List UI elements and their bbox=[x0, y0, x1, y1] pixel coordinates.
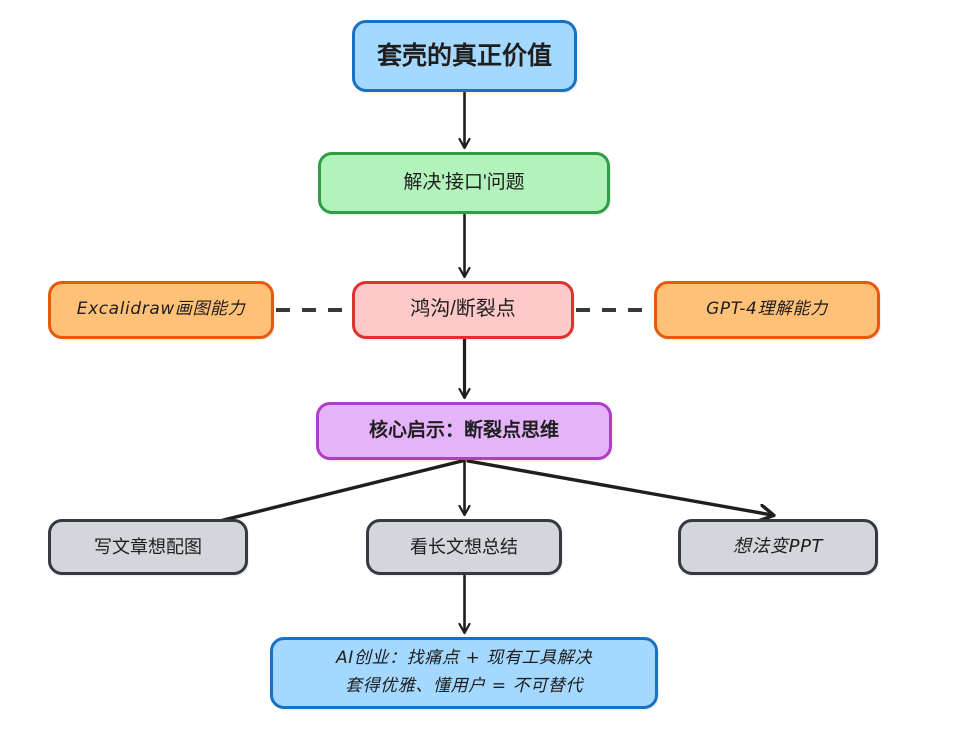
node-conclusion[interactable]: AI创业：找痛点 + 现有工具解决 套得优雅、懂用户 = 不可替代 bbox=[270, 637, 658, 709]
node-use-case-2[interactable]: 看长文想总结 bbox=[366, 519, 562, 575]
node-excalidraw-label: Excalidraw画图能力 bbox=[76, 299, 246, 320]
node-gpt[interactable]: GPT-4理解能力 bbox=[654, 281, 880, 339]
node-use-case-1-label: 写文章想配图 bbox=[94, 536, 202, 557]
node-use-case-2-label: 看长文想总结 bbox=[410, 536, 518, 557]
node-interface-label: 解决'接口'问题 bbox=[403, 171, 525, 193]
node-conclusion-label: AI创业：找痛点 + 现有工具解决 套得优雅、懂用户 = 不可替代 bbox=[273, 645, 655, 700]
node-use-case-3[interactable]: 想法变PPT bbox=[678, 519, 878, 575]
edge-core-to-use-case-3 bbox=[466, 459, 772, 515]
node-title-label: 套壳的真正价值 bbox=[376, 41, 552, 70]
node-core-insight[interactable]: 核心启示：断裂点思维 bbox=[316, 402, 612, 460]
node-conclusion-line-2: 套得优雅、懂用户 = 不可替代 bbox=[344, 676, 584, 696]
node-core-insight-label: 核心启示：断裂点思维 bbox=[368, 419, 559, 441]
node-use-case-1[interactable]: 写文章想配图 bbox=[48, 519, 248, 575]
node-gap-label: 鸿沟/断裂点 bbox=[410, 298, 516, 321]
node-interface[interactable]: 解决'接口'问题 bbox=[318, 152, 610, 214]
node-conclusion-line-1: AI创业：找痛点 + 现有工具解决 bbox=[336, 648, 592, 669]
node-excalidraw[interactable]: Excalidraw画图能力 bbox=[48, 281, 274, 339]
node-use-case-3-label: 想法变PPT bbox=[732, 535, 824, 557]
node-title[interactable]: 套壳的真正价值 bbox=[352, 20, 577, 92]
node-gpt-label: GPT-4理解能力 bbox=[706, 299, 828, 320]
node-gap[interactable]: 鸿沟/断裂点 bbox=[352, 281, 574, 339]
